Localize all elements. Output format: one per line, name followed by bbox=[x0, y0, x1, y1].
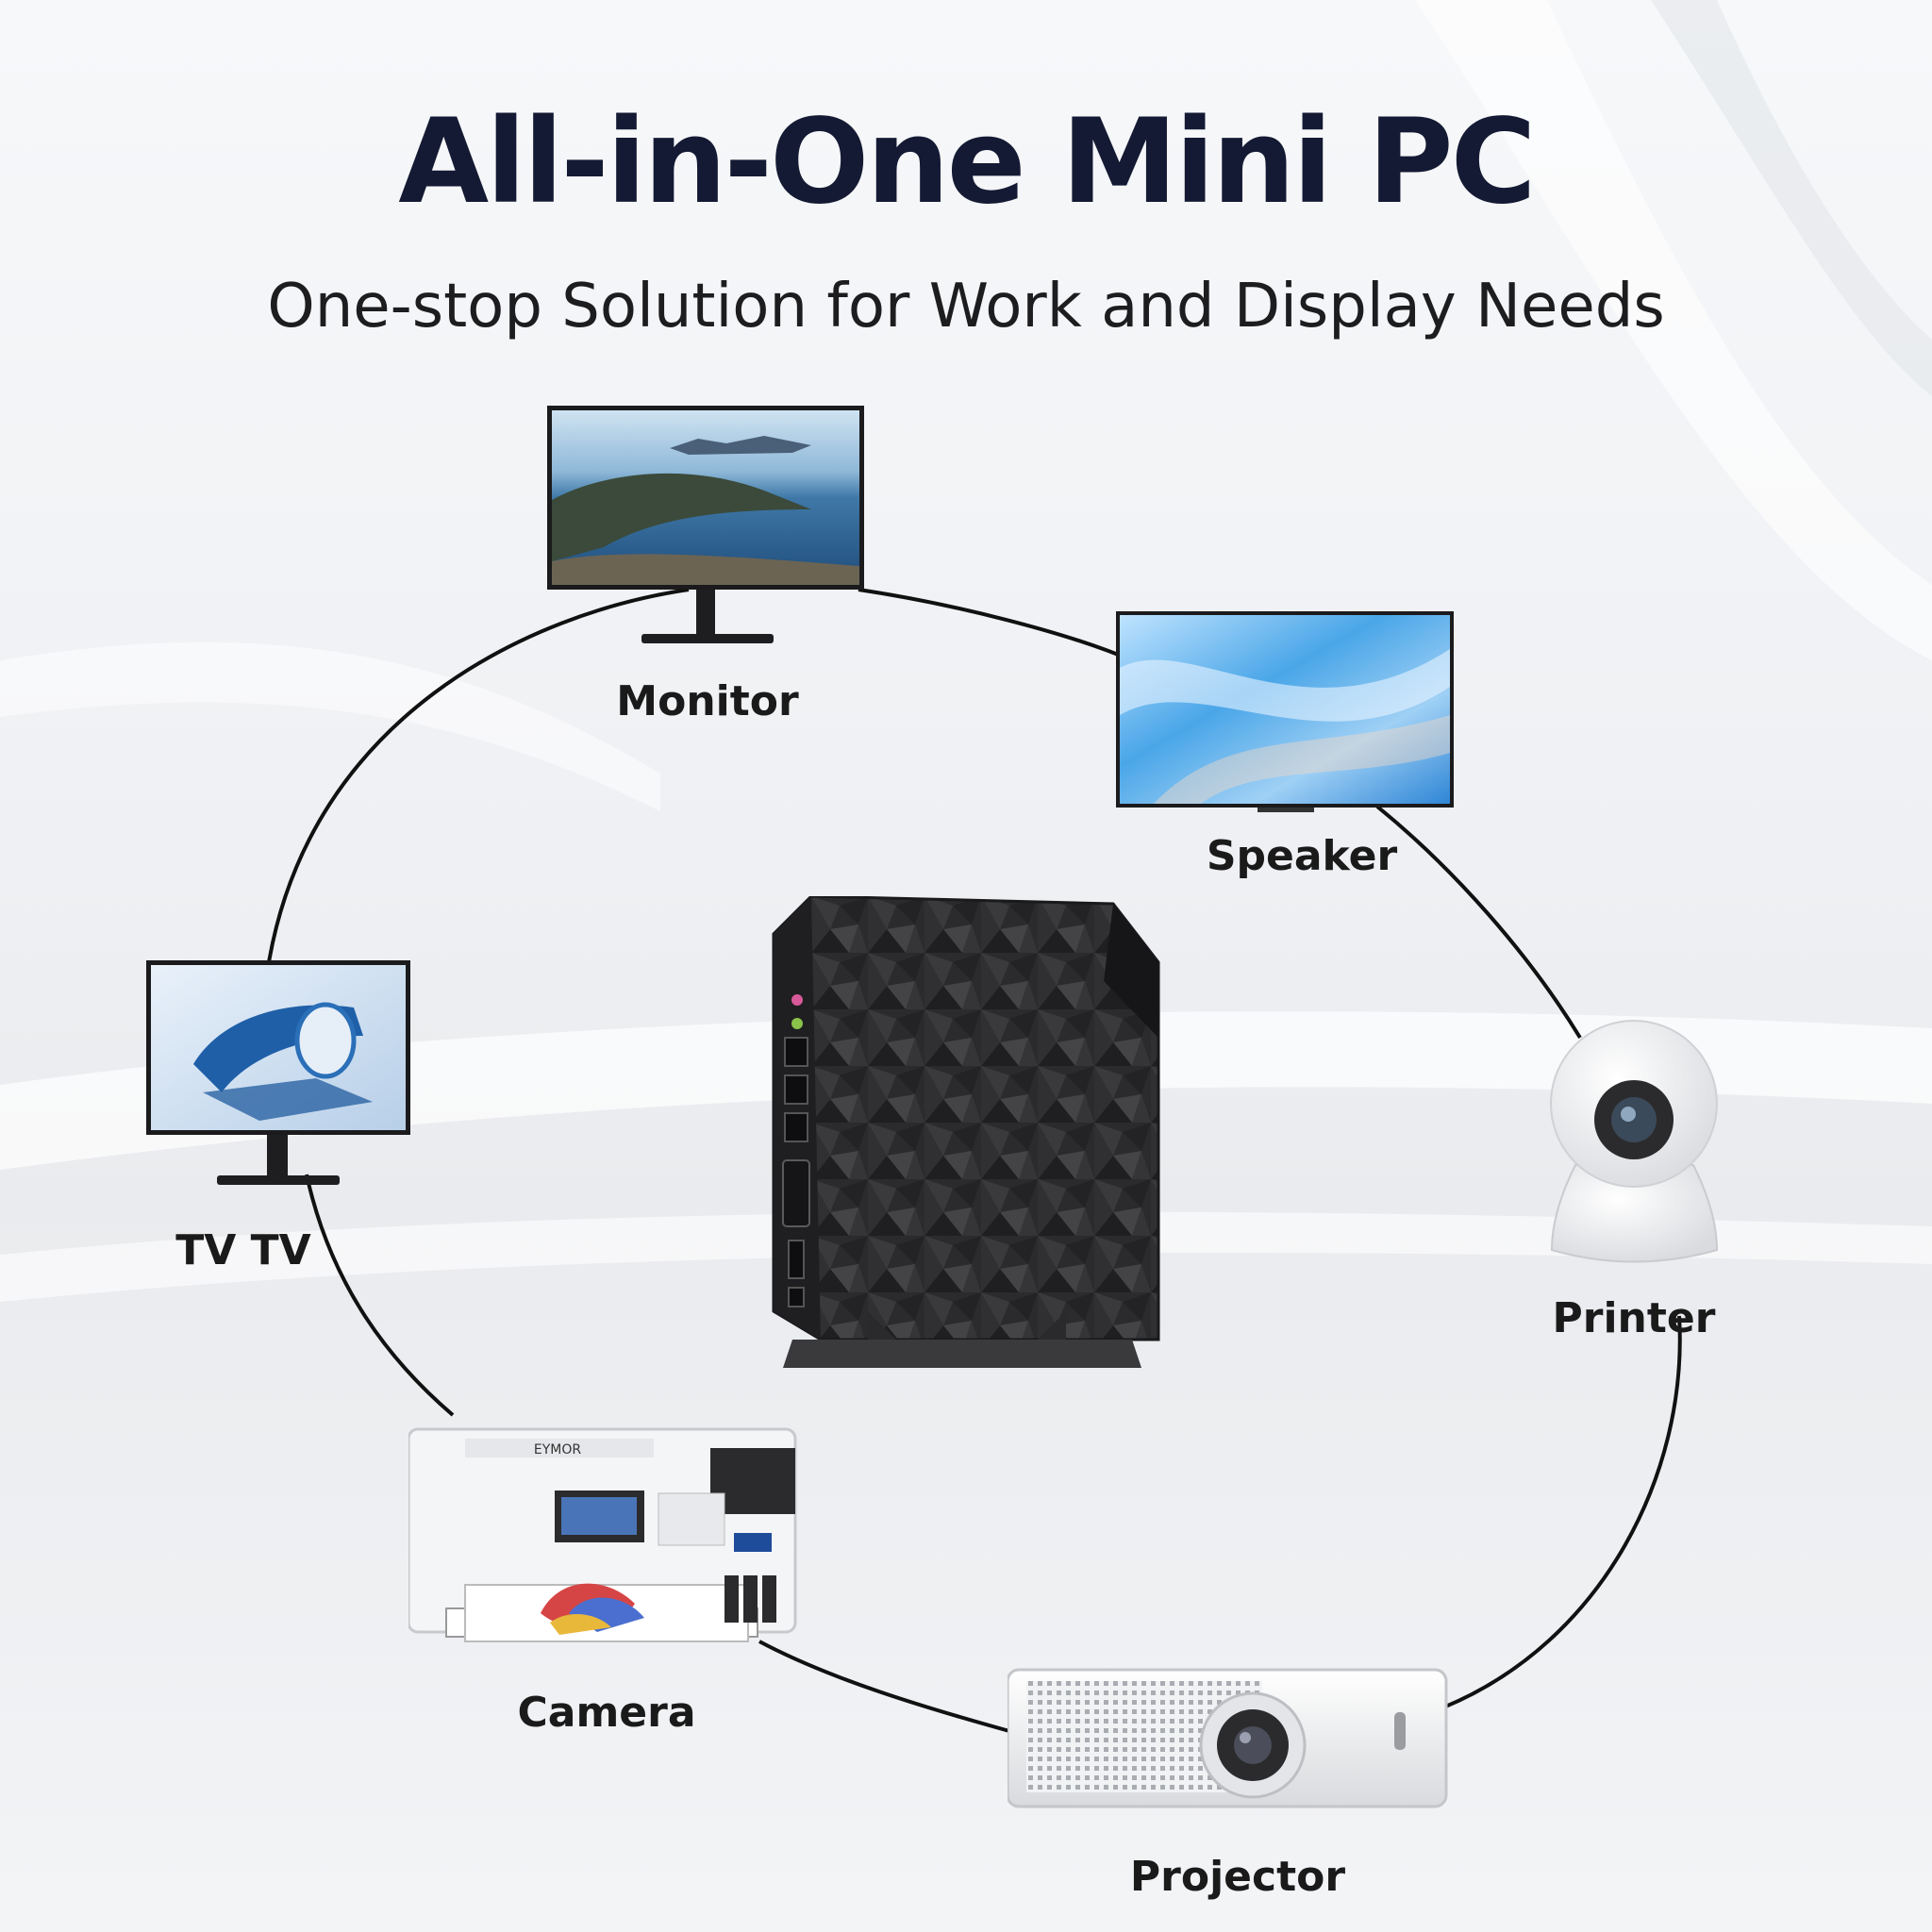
projector-label: Projector bbox=[1129, 1853, 1346, 1901]
monitor-label: Monitor bbox=[616, 677, 799, 725]
speaker-device bbox=[1116, 611, 1457, 814]
monitor-icon bbox=[547, 406, 864, 643]
projector-device bbox=[1008, 1660, 1451, 1816]
tv-icon bbox=[146, 960, 410, 1185]
page-subtitle: One-stop Solution for Work and Display N… bbox=[267, 272, 1665, 341]
mini-pc-device bbox=[755, 896, 1162, 1377]
monitor-device bbox=[547, 406, 868, 660]
printer-device bbox=[1547, 1014, 1722, 1269]
projector-icon bbox=[1008, 1668, 1448, 1808]
speaker-label: Speaker bbox=[1206, 832, 1398, 880]
speaker-icon bbox=[1116, 611, 1454, 812]
tv-device bbox=[146, 960, 412, 1191]
mini-pc-icon bbox=[772, 896, 1160, 1368]
printer-icon bbox=[1550, 1020, 1719, 1263]
printer-brand-text: EYMOR bbox=[534, 1442, 581, 1457]
tv-label: TV TV bbox=[175, 1226, 311, 1274]
printer-label: Printer bbox=[1552, 1294, 1716, 1342]
camera-label: Camera bbox=[517, 1689, 696, 1737]
page-title: All-in-One Mini PC bbox=[398, 94, 1536, 230]
camera-device: EYMOR bbox=[408, 1410, 805, 1646]
camera-icon: EYMOR bbox=[408, 1427, 797, 1642]
